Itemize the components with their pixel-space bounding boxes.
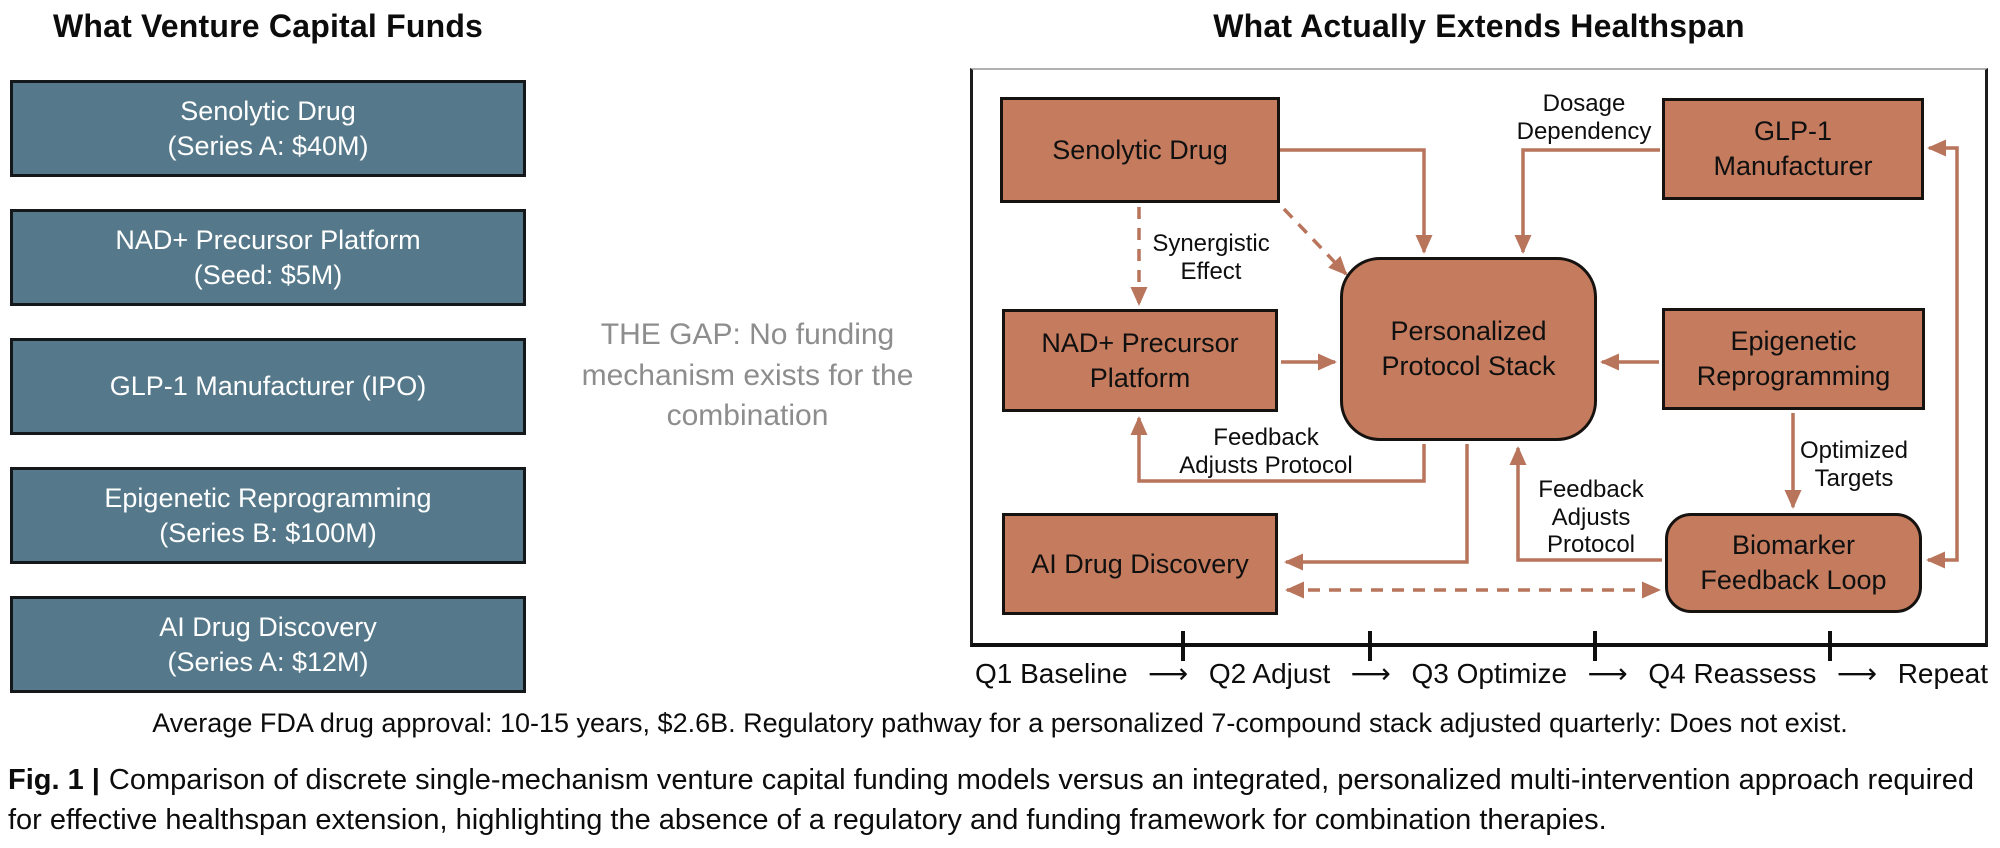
timeline-tick-q4-repeat <box>1828 631 1832 661</box>
node-label-line1: GLP-1 <box>1753 116 1833 147</box>
node-label-line2: Reprogramming <box>1696 361 1891 391</box>
node-nad-precursor-platform: NAD+ Precursor Platform <box>1002 309 1278 412</box>
node-glp1-manufacturer: GLP-1 Manufacturer <box>1662 98 1924 200</box>
timeline-tick-q3-q4 <box>1593 631 1597 661</box>
node-ai-drug-discovery: AI Drug Discovery <box>1002 513 1278 615</box>
node-senolytic-drug: Senolytic Drug <box>1000 97 1280 203</box>
edge-label-synergistic-effect: Synergistic Effect <box>1152 230 1270 285</box>
right-panel-title: What Actually Extends Healthspan <box>1213 8 1745 44</box>
figure-caption: Fig. 1 |Comparison of discrete single-me… <box>8 760 1994 840</box>
gap-statement: THE GAP: No funding mechanism exists for… <box>581 318 914 432</box>
vc-box-line1: Senolytic Drug <box>180 95 356 126</box>
node-label-line1: Personalized <box>1390 316 1547 347</box>
edge-label-line1: Feedback <box>1538 476 1644 503</box>
vc-box-epigenetic: Epigenetic Reprogramming (Series B: $100… <box>10 467 526 564</box>
edge-label-line3: Protocol <box>1546 531 1636 559</box>
figure-caption-text: Comparison of discrete single-mechanism … <box>8 764 1974 837</box>
timeline-arrow-icon: ⟶ <box>1837 658 1878 689</box>
vc-box-line1: Epigenetic Reprogramming <box>104 482 432 513</box>
figure-caption-prefix: Fig. 1 | <box>8 764 100 796</box>
timeline-arrow-icon: ⟶ <box>1587 658 1628 689</box>
timeline-labels: Q1 Baseline ⟶ Q2 Adjust ⟶ Q3 Optimize ⟶ … <box>975 657 1988 690</box>
node-label-line2: Manufacturer <box>1713 151 1873 181</box>
left-panel-title: What Venture Capital Funds <box>52 8 484 44</box>
edge-label-feedback-adjusts-protocol-left: Feedback Adjusts Protocol <box>1166 424 1366 479</box>
vc-box-line1: GLP-1 Manufacturer (IPO) <box>109 371 427 402</box>
node-label-line1: Biomarker <box>1731 530 1856 561</box>
fda-note: Average FDA drug approval: 10-15 years, … <box>152 708 1848 738</box>
timeline-arrow-icon: ⟶ <box>1350 658 1391 689</box>
vc-box-line1: NAD+ Precursor Platform <box>115 224 421 255</box>
healthspan-diagram-frame <box>970 68 1988 647</box>
node-label-line1: Epigenetic <box>1730 326 1857 357</box>
timeline-phase-q3: Q3 Optimize <box>1411 657 1568 689</box>
node-label-line2: Feedback Loop <box>1700 565 1887 595</box>
edge-label-dosage-dependency: Dosage Dependency <box>1516 90 1652 145</box>
edge-label-optimized-targets: Optimized Targets <box>1799 437 1909 492</box>
timeline-arrow-icon: ⟶ <box>1148 658 1189 689</box>
timeline-phase-q2: Q2 Adjust <box>1208 657 1331 689</box>
node-label: Senolytic Drug <box>1052 134 1228 165</box>
vc-box-senolytic: Senolytic Drug (Series A: $40M) <box>10 80 526 177</box>
node-biomarker-feedback-loop: Biomarker Feedback Loop <box>1665 513 1922 613</box>
edge-label-line2: Adjusts Protocol <box>1179 451 1353 479</box>
timeline-tick-q1-q2 <box>1181 631 1185 661</box>
vc-box-nad: NAD+ Precursor Platform (Seed: $5M) <box>10 209 526 306</box>
edge-label-line1: Feedback <box>1213 424 1319 451</box>
vc-box-line2: (Series A: $40M) <box>167 130 369 161</box>
node-label: AI Drug Discovery <box>1031 548 1249 579</box>
node-label-line2: Protocol Stack <box>1381 351 1556 381</box>
node-label-line2: Platform <box>1089 362 1191 393</box>
vc-box-ai: AI Drug Discovery (Series A: $12M) <box>10 596 526 693</box>
vc-box-line2: (Series B: $100M) <box>159 517 377 548</box>
timeline-phase-repeat: Repeat <box>1897 657 1988 689</box>
timeline-tick-q2-q3 <box>1368 631 1372 661</box>
vc-box-line2: (Series A: $12M) <box>167 646 369 677</box>
node-label-line1: NAD+ Precursor <box>1041 327 1239 358</box>
vc-box-glp1: GLP-1 Manufacturer (IPO) <box>10 338 526 435</box>
node-personalized-protocol-stack: Personalized Protocol Stack <box>1340 257 1597 441</box>
vc-box-line1: AI Drug Discovery <box>159 611 377 642</box>
edge-label-line2: Adjusts <box>1551 503 1631 531</box>
timeline-phase-q4: Q4 Reassess <box>1648 657 1817 689</box>
timeline-phase-q1: Q1 Baseline <box>975 657 1128 689</box>
vc-box-line2: (Seed: $5M) <box>193 259 343 290</box>
node-epigenetic-reprogramming: Epigenetic Reprogramming <box>1662 308 1925 410</box>
edge-label-feedback-adjusts-protocol-right: Feedback Adjusts Protocol <box>1536 476 1646 559</box>
